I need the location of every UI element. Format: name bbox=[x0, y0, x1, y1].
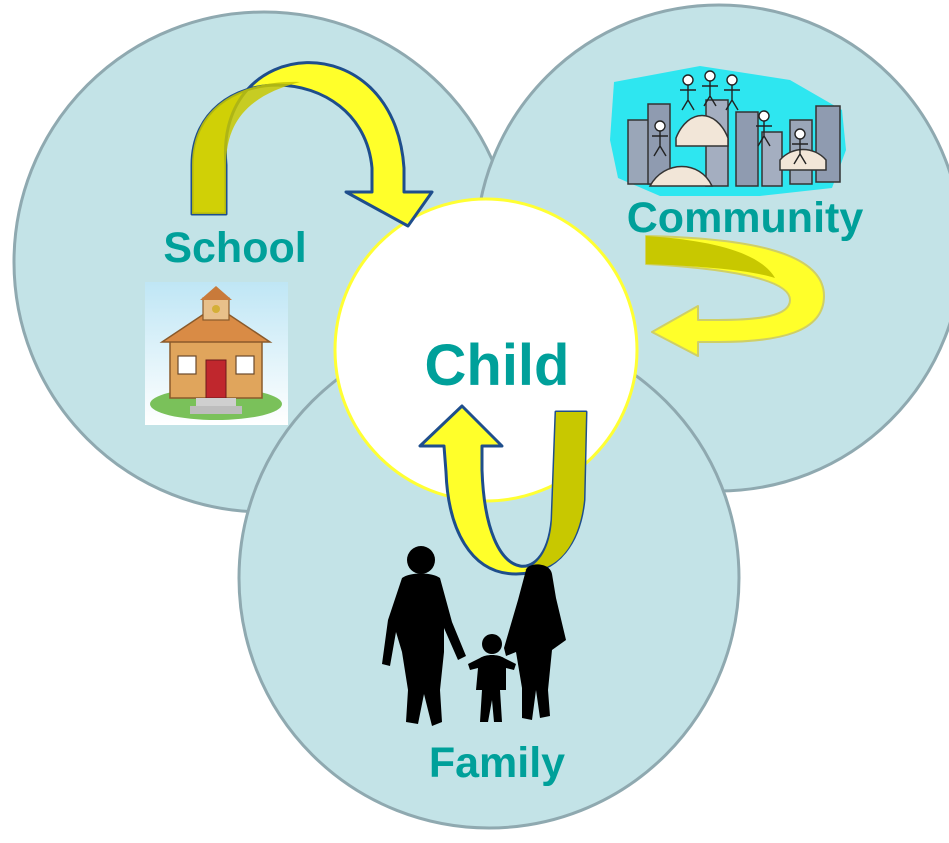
community-to-child-arrow bbox=[645, 235, 825, 357]
community-label: Community bbox=[627, 194, 864, 242]
family-label: Family bbox=[429, 739, 565, 787]
family-silhouette-icon bbox=[382, 546, 566, 726]
child-label: Child bbox=[425, 333, 570, 398]
schoolhouse-icon bbox=[145, 282, 288, 425]
school-label: School bbox=[163, 224, 306, 272]
school-to-child-arrow bbox=[190, 61, 434, 228]
family-to-child-arrow bbox=[418, 404, 588, 576]
city-community-icon bbox=[610, 66, 846, 196]
